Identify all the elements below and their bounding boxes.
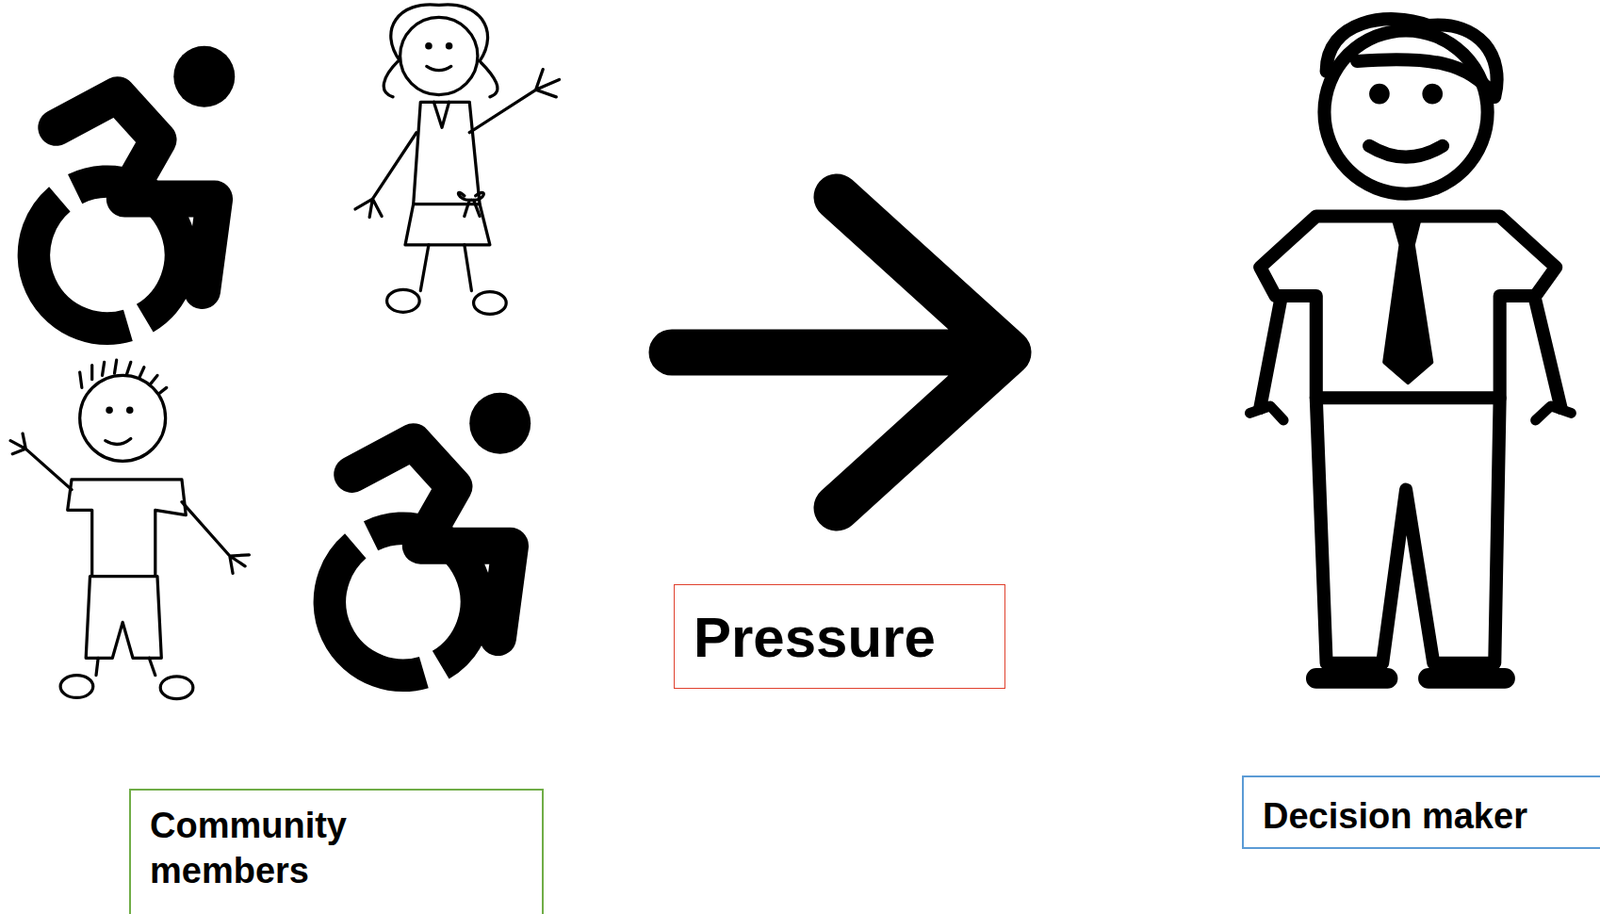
pressure-arrow <box>671 196 1009 508</box>
boy-arm <box>10 433 72 490</box>
girl-legs <box>420 244 472 292</box>
node-label: Decision maker <box>1241 775 1600 849</box>
boy-figure <box>10 359 249 699</box>
girl-arm <box>469 69 559 133</box>
icon-head <box>469 392 531 455</box>
boy-shirt <box>67 479 187 577</box>
label-node: Community members <box>0 0 649 914</box>
boy-eye <box>128 408 132 412</box>
label-node: Pressure <box>673 584 1006 689</box>
man-eye <box>1369 83 1390 105</box>
girl-foot <box>387 289 421 312</box>
man-figure <box>1249 18 1571 679</box>
girl-arm <box>355 132 417 218</box>
man-feet <box>1316 668 1505 689</box>
girl-eye <box>446 44 451 49</box>
boy-arm <box>181 502 249 574</box>
man-arm <box>1259 300 1561 409</box>
node-label: Community members <box>129 788 544 914</box>
boy-eye <box>107 408 112 412</box>
boy-legs <box>96 657 156 675</box>
boy-shorts <box>85 576 162 659</box>
girl-foot <box>473 292 507 315</box>
boy-foot <box>60 675 94 699</box>
man-head <box>1323 30 1487 194</box>
man-smile <box>1369 146 1443 158</box>
boy-foot <box>160 676 194 700</box>
girl-dress-detail <box>413 101 480 204</box>
boy-smile <box>105 439 131 445</box>
man-eye <box>1421 83 1443 105</box>
man-shirt <box>1259 216 1556 399</box>
girl-smile <box>426 65 452 70</box>
girl-figure <box>355 4 560 315</box>
boy-head <box>80 375 166 461</box>
man-trousers <box>1316 397 1501 663</box>
label-node: Decision maker <box>1055 0 1600 914</box>
icon-wheel <box>13 161 202 350</box>
wheelchair-icon <box>13 46 235 350</box>
icon-head <box>173 46 235 108</box>
girl-dress <box>405 101 490 245</box>
man-hand <box>1249 406 1571 421</box>
man-tie <box>1384 216 1432 383</box>
girl-bow <box>457 192 484 216</box>
node-label: Pressure <box>674 585 1004 687</box>
girl-head <box>400 16 478 95</box>
girl-hair <box>383 4 498 98</box>
icon-wheel <box>309 507 498 697</box>
wheelchair-icon <box>309 392 531 697</box>
girl-eye <box>426 44 431 49</box>
